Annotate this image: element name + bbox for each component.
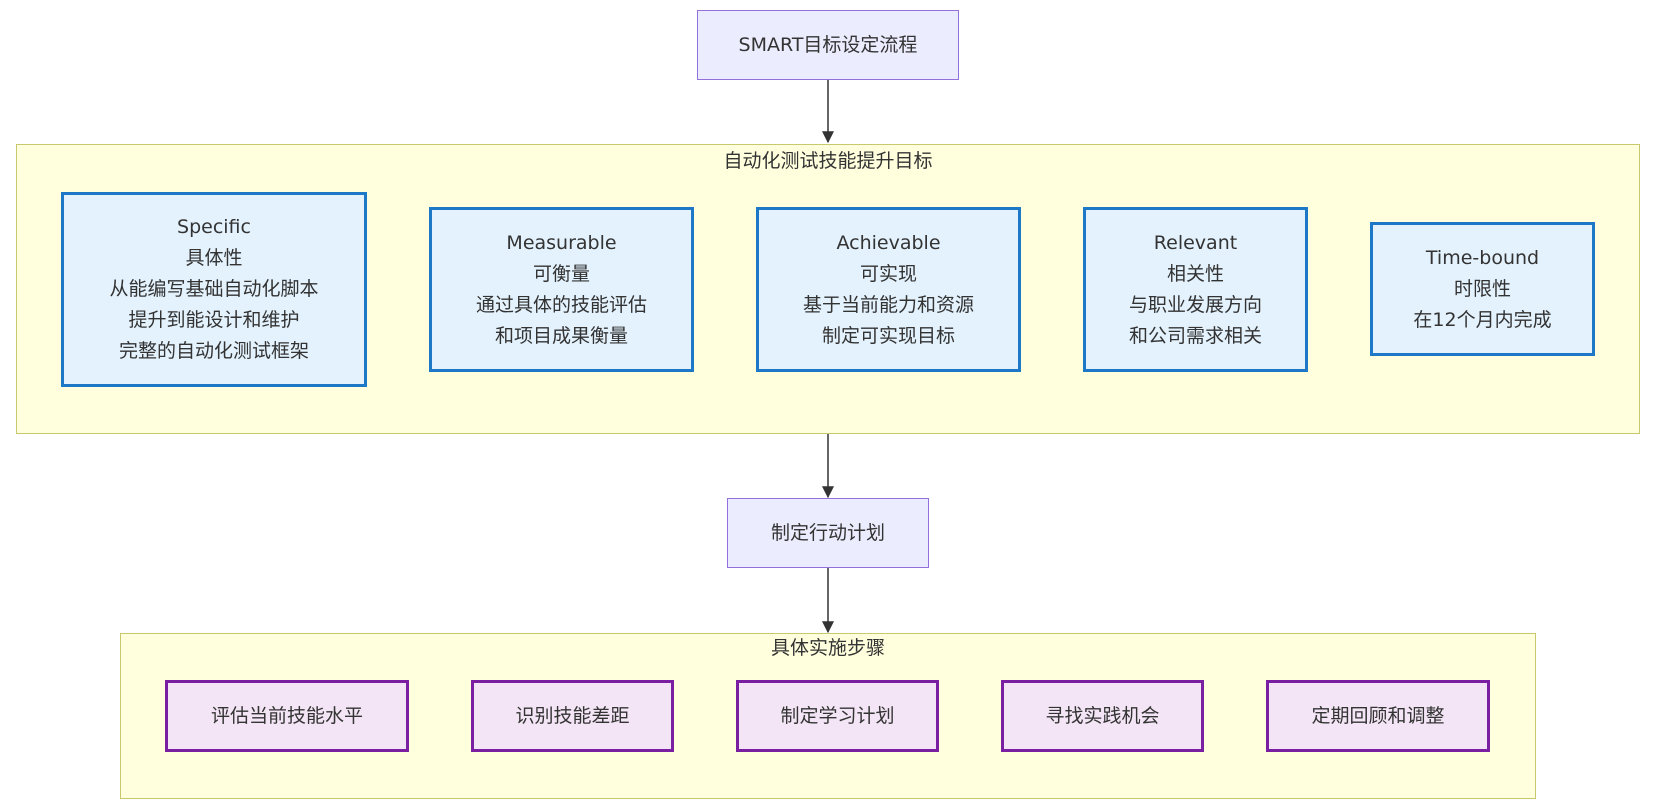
time-bound-line: 时限性 bbox=[1453, 277, 1511, 300]
measurable-line: 可衡量 bbox=[532, 262, 590, 285]
step-label: 寻找实践机会 bbox=[1045, 704, 1160, 727]
smart-item-specific[interactable]: Specific 具体性 从能编写基础自动化脚本 提升到能设计和维护 完整的自动… bbox=[61, 192, 367, 387]
step-identify-gaps[interactable]: 识别技能差距 bbox=[471, 680, 674, 752]
specific-line: 具体性 bbox=[185, 247, 243, 269]
relevant-line: Relevant bbox=[1153, 231, 1238, 254]
smart-item-relevant[interactable]: Relevant 相关性 与职业发展方向 和公司需求相关 bbox=[1083, 207, 1308, 372]
step-review-adjust[interactable]: 定期回顾和调整 bbox=[1266, 680, 1490, 752]
measurable-line: 和项目成果衡量 bbox=[494, 324, 628, 347]
relevant-line: 相关性 bbox=[1166, 262, 1224, 285]
smart-item-achievable[interactable]: Achievable 可实现 基于当前能力和资源 制定可实现目标 bbox=[756, 207, 1021, 372]
start-node-label: SMART目标设定流程 bbox=[738, 33, 918, 56]
specific-line: Specific bbox=[177, 216, 251, 238]
start-node[interactable]: SMART目标设定流程 bbox=[697, 10, 959, 80]
time-bound-line: Time-bound bbox=[1425, 246, 1540, 269]
action-plan-label: 制定行动计划 bbox=[770, 521, 885, 544]
specific-line: 从能编写基础自动化脚本 bbox=[109, 278, 319, 300]
step-learning-plan[interactable]: 制定学习计划 bbox=[736, 680, 939, 752]
time-bound-line: 在12个月内完成 bbox=[1413, 308, 1552, 331]
step-label: 制定学习计划 bbox=[780, 704, 895, 727]
step-label: 评估当前技能水平 bbox=[210, 704, 363, 727]
measurable-line: Measurable bbox=[506, 231, 617, 254]
achievable-line: 制定可实现目标 bbox=[821, 324, 955, 347]
step-find-practice[interactable]: 寻找实践机会 bbox=[1001, 680, 1204, 752]
relevant-line: 和公司需求相关 bbox=[1128, 324, 1262, 347]
implementation-steps-group-title: 具体实施步骤 bbox=[770, 637, 885, 659]
specific-line: 提升到能设计和维护 bbox=[128, 309, 300, 331]
step-label: 定期回顾和调整 bbox=[1311, 704, 1445, 727]
achievable-line: Achievable bbox=[836, 231, 941, 254]
smart-item-time-bound[interactable]: Time-bound 时限性 在12个月内完成 bbox=[1370, 222, 1595, 356]
relevant-line: 与职业发展方向 bbox=[1128, 293, 1262, 316]
achievable-line: 基于当前能力和资源 bbox=[802, 293, 974, 316]
measurable-line: 通过具体的技能评估 bbox=[475, 293, 647, 316]
smart-item-measurable[interactable]: Measurable 可衡量 通过具体的技能评估 和项目成果衡量 bbox=[429, 207, 694, 372]
step-label: 识别技能差距 bbox=[515, 704, 630, 727]
specific-line: 完整的自动化测试框架 bbox=[118, 340, 309, 362]
achievable-line: 可实现 bbox=[859, 262, 917, 285]
action-plan-node[interactable]: 制定行动计划 bbox=[727, 498, 929, 568]
smart-goals-group-title: 自动化测试技能提升目标 bbox=[723, 150, 933, 172]
step-assess-skills[interactable]: 评估当前技能水平 bbox=[165, 680, 409, 752]
